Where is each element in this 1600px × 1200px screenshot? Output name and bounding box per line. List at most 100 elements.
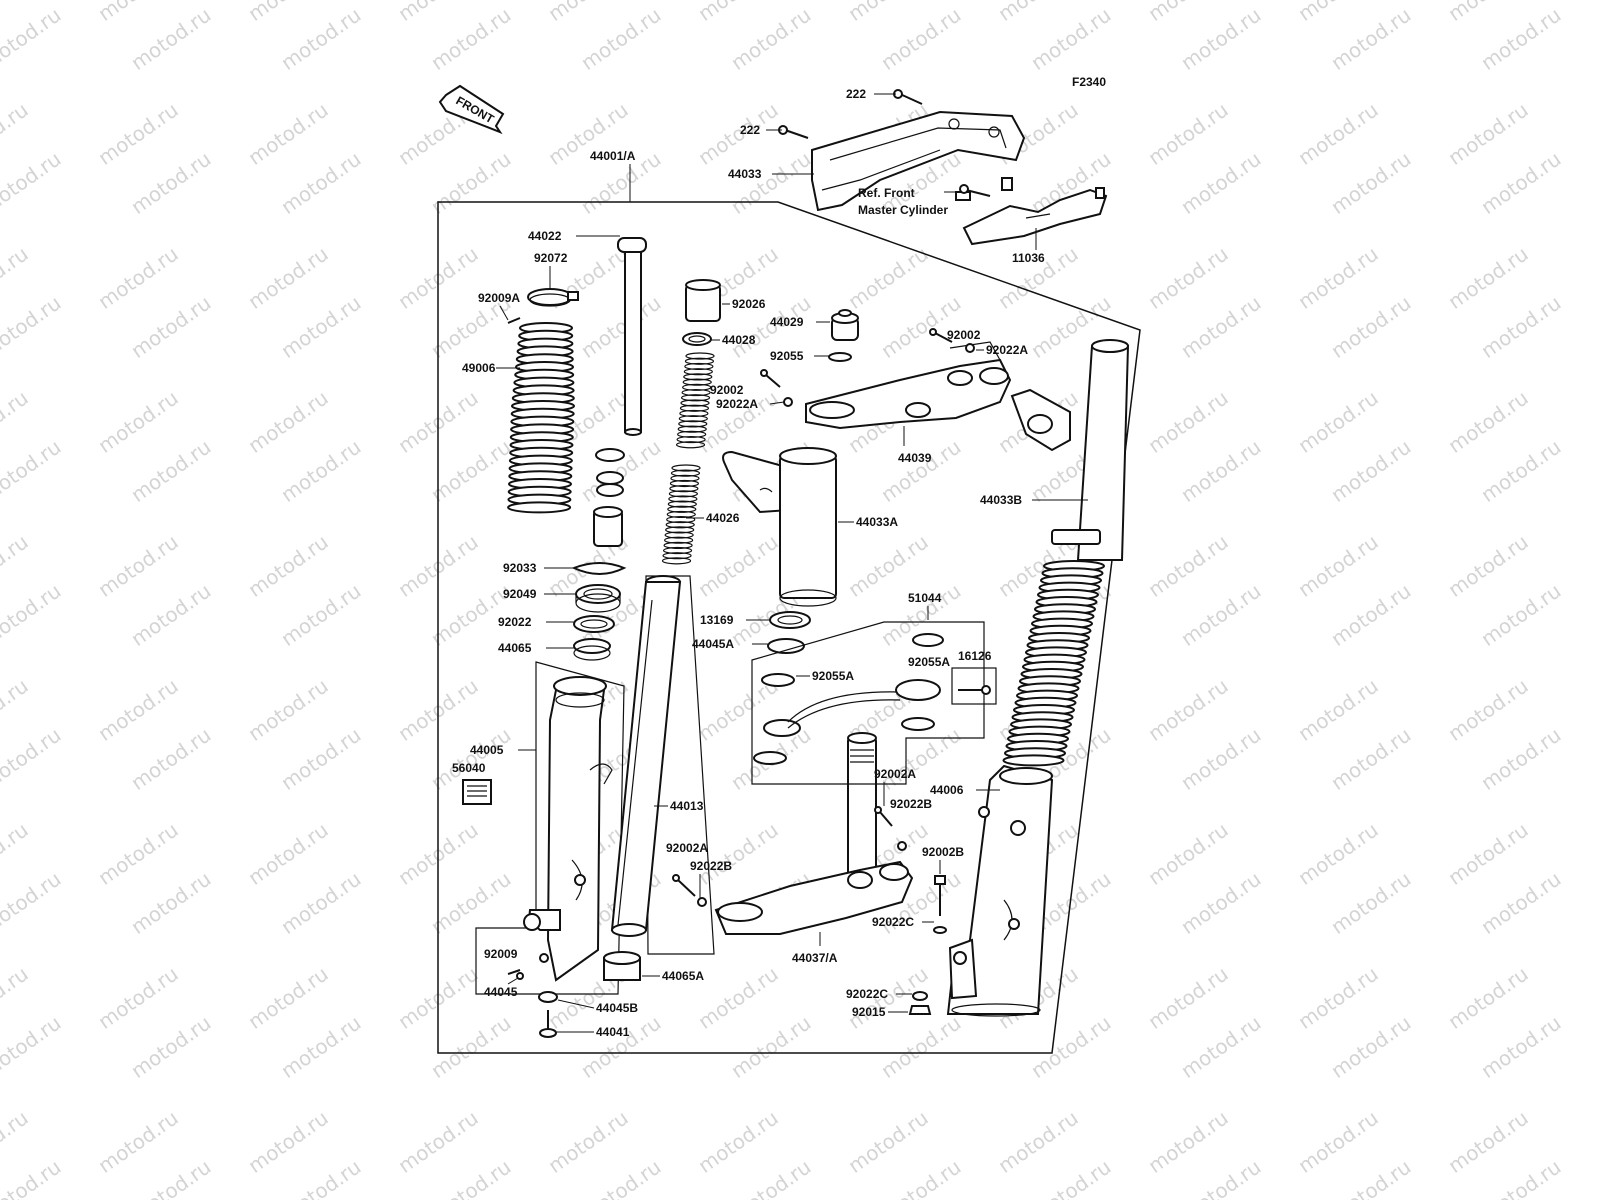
- leader-line: [557, 999, 595, 1009]
- washer-92022B-stem-right: [897, 841, 907, 851]
- plug-44045: [516, 972, 524, 980]
- washer-44028: [682, 332, 712, 346]
- spring-coil: [682, 378, 712, 386]
- part-label-p44006: 44006: [930, 783, 964, 797]
- headlight-bracket: [722, 450, 791, 514]
- spring-coil: [684, 362, 714, 371]
- ring-92022: [573, 615, 615, 633]
- part-label-p44013: 44013: [670, 799, 704, 813]
- spring-coil: [661, 557, 692, 565]
- washer-92022A-upper-left: [783, 397, 793, 407]
- spring-coil: [668, 490, 698, 498]
- spring-coil: [680, 394, 711, 402]
- boot-44006-upper: [1002, 560, 1105, 767]
- spring-coil: [679, 404, 710, 412]
- brake-hose-51044: [753, 633, 944, 765]
- part-label-p11036: 11036: [1012, 251, 1045, 265]
- reference-note-line-1: Ref. Front: [858, 186, 915, 200]
- screw-92009A: [507, 317, 521, 324]
- spring-coil: [670, 474, 700, 482]
- bolt-92002A-stem-left: [672, 874, 696, 897]
- cover-44033B: [1051, 339, 1130, 561]
- bolt-ref-master-cylinder: [959, 184, 991, 197]
- o-ring-92055: [828, 352, 852, 362]
- steering-stem-44037A: [714, 732, 914, 935]
- washer-92022C-upper: [933, 926, 947, 934]
- spring-coil: [670, 469, 701, 477]
- part-label-p92055Aa: 92055A: [812, 669, 854, 683]
- spring-coil: [671, 464, 701, 472]
- part-label-p44005: 44005: [470, 743, 504, 757]
- spring-coil: [662, 552, 692, 560]
- part-label-p92022Aa: 92022A: [986, 343, 1028, 357]
- bolt-92002B: [934, 875, 946, 916]
- spring-coil: [664, 531, 694, 539]
- bracket-11036: [955, 177, 1108, 246]
- gasket-44045B: [538, 991, 558, 1003]
- boot-49006: [507, 322, 575, 514]
- reference-note-line-2: Master Cylinder: [858, 203, 948, 217]
- spring-coil: [668, 495, 698, 503]
- part-label-p44028: 44028: [722, 333, 756, 347]
- figure-code: F2340: [1072, 75, 1106, 89]
- nut-92015: [908, 1005, 932, 1015]
- part-label-p44001A: 44001/A: [590, 149, 636, 163]
- spring-coil: [677, 425, 707, 433]
- part-label-p92022B2: 92022B: [890, 797, 932, 811]
- boot-fold: [1002, 754, 1065, 767]
- seal-44045A: [767, 638, 805, 654]
- part-label-p44065: 44065: [498, 641, 532, 655]
- boot-fold: [507, 501, 572, 514]
- part-label-p56040: 56040: [452, 761, 486, 775]
- part-label-p92015: 92015: [852, 1005, 886, 1019]
- spring-coil: [675, 441, 706, 449]
- screw-92009: [507, 969, 521, 975]
- washer-92022A-upper-right: [965, 343, 975, 353]
- spring-44026: [661, 352, 715, 565]
- spring-coil: [685, 352, 715, 360]
- spring-coil: [683, 373, 713, 381]
- part-label-p92049: 92049: [503, 587, 537, 601]
- spring-coil: [678, 420, 708, 428]
- upper-bracket-44039: [805, 341, 1012, 430]
- part-label-p51044: 51044: [908, 591, 942, 605]
- washer-92022C-lower: [912, 991, 928, 1001]
- spring-coil: [683, 368, 713, 376]
- part-label-p44033A: 44033A: [856, 515, 898, 529]
- spring-coil: [662, 546, 693, 555]
- spring-coil: [663, 541, 693, 549]
- leader-line: [507, 977, 519, 985]
- washer-92022B-stem-left: [697, 897, 707, 907]
- inner-tube-44013: [610, 575, 682, 937]
- part-label-p44026: 44026: [706, 511, 740, 525]
- leader-line: [769, 401, 785, 405]
- part-label-p92055: 92055: [770, 349, 804, 363]
- cover-44033A: [779, 447, 837, 607]
- part-label-p92072: 92072: [534, 251, 568, 265]
- part-label-p92022C1: 92022C: [872, 915, 914, 929]
- clamp-92072: [527, 288, 579, 307]
- part-label-p44065A: 44065A: [662, 969, 704, 983]
- spring-coil: [667, 500, 697, 508]
- part-label-p92055Ab: 92055A: [908, 655, 950, 669]
- spring-coil: [666, 515, 696, 524]
- cap-44029: [831, 309, 859, 341]
- part-label-p92022Ab: 92022A: [716, 397, 758, 411]
- bolt-92002-upper-left: [760, 369, 781, 388]
- part-label-p44022: 44022: [528, 229, 562, 243]
- part-label-p92026: 92026: [732, 297, 766, 311]
- spring-coil: [679, 409, 709, 418]
- spring-coil: [667, 505, 697, 513]
- part-label-p92002b: 92002: [710, 383, 744, 397]
- spring-coil: [666, 510, 696, 519]
- part-label-p44033: 44033: [728, 167, 762, 181]
- bolt-44041: [539, 1010, 557, 1038]
- part-label-p222a: 222: [846, 87, 866, 101]
- part-label-p44045B: 44045B: [596, 1001, 638, 1015]
- part-label-p44033B: 44033B: [980, 493, 1022, 507]
- outer-tube-44005: [523, 676, 613, 982]
- part-labels: 44001/A2222224403311036440229207292009A4…: [452, 87, 1088, 1039]
- seal-92033: [571, 562, 627, 575]
- spring-coil: [665, 526, 695, 534]
- front-arrow-icon: FRONT: [438, 84, 505, 135]
